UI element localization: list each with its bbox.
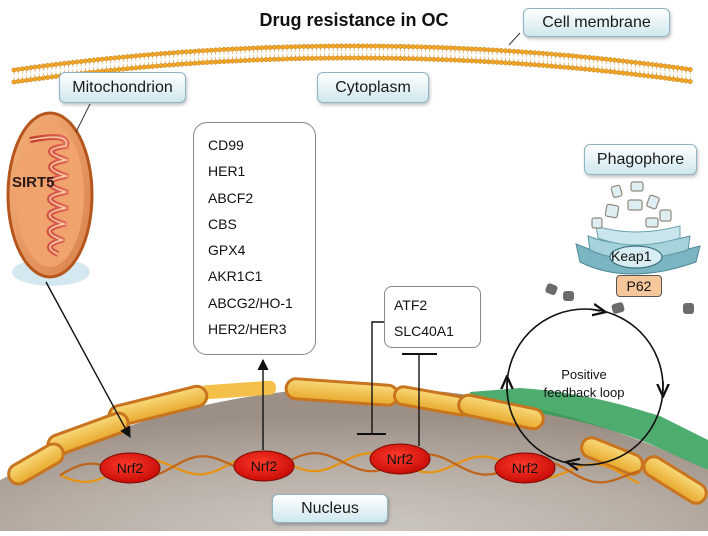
inhibitor-item: SLC40A1 [394, 323, 454, 339]
downstream-gene-list: CD99 HER1 ABCF2 CBS GPX4 AKR1C1 ABCG2/HO… [193, 122, 316, 355]
nrf2-ovals [99, 443, 556, 484]
gene-item: ABCG2/HO-1 [208, 294, 293, 311]
cell-membrane [11, 43, 693, 85]
nrf2-label-3: Nrf2 [386, 451, 414, 467]
cell-membrane-label: Cell membrane [523, 8, 670, 37]
nrf2-oval-1 [99, 452, 161, 484]
gene-item: CD99 [208, 137, 244, 153]
inhibitor-gene-list: ATF2 SLC40A1 [384, 286, 481, 348]
atf2-inhibition [371, 321, 384, 434]
phagophore-shape [545, 181, 701, 314]
nuclear-envelope [7, 377, 708, 505]
gene-item: ABCF2 [208, 189, 254, 206]
mitochondrion-label: Mitochondrion [59, 72, 186, 103]
nrf2-label-1: Nrf2 [116, 460, 144, 476]
diagram-title: Drug resistance in OC [259, 10, 449, 30]
nrf2-oval-2 [233, 450, 295, 482]
p62-label: P62 [616, 275, 662, 297]
inhibitor-item: ATF2 [394, 297, 428, 313]
nrf2-label-2: Nrf2 [250, 458, 278, 474]
nrf2-oval-3 [369, 443, 431, 475]
cytoplasm-label: Cytoplasm [317, 72, 429, 103]
gene-item: GPX4 [208, 242, 246, 259]
connectors [45, 32, 521, 450]
gene-item: CBS [208, 215, 237, 232]
nrf2-label-4: Nrf2 [511, 460, 539, 476]
phagophore-label: Phagophore [584, 144, 697, 175]
nrf2-oval-4 [494, 452, 556, 484]
gene-item: AKR1C1 [208, 268, 263, 285]
sirt5-arrow [45, 281, 131, 438]
keap1-label: Keap1 [611, 248, 652, 264]
gene-item: HER1 [208, 163, 246, 180]
feedback-loop-line1: Positive [561, 367, 607, 382]
mitochondrion-shape [6, 111, 94, 286]
feedback-loop-label: Positive feedback loop [534, 366, 634, 402]
feedback-loop-circle [507, 309, 663, 465]
gene-item: HER2/HER3 [208, 321, 287, 338]
feedback-loop-line2: feedback loop [543, 385, 625, 400]
nucleus-label: Nucleus [272, 494, 388, 523]
sirt5-label: SIRT5 [12, 174, 55, 191]
